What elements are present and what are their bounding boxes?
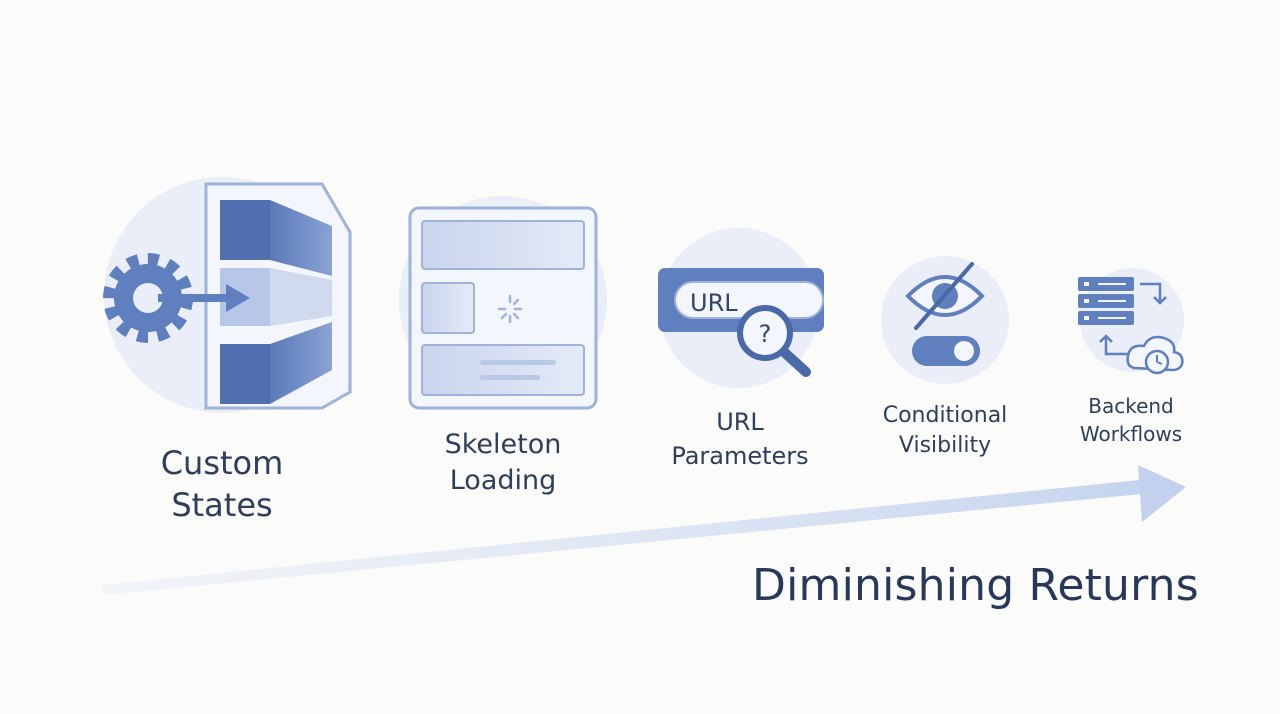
label-line-2: Parameters xyxy=(671,442,809,470)
sync-arrows-icon xyxy=(1099,282,1167,356)
label-line-1: Skeleton xyxy=(444,429,562,460)
label-line-1: Custom xyxy=(160,444,284,482)
label-line-2: Visibility xyxy=(898,433,992,458)
label-custom-states: Custom States xyxy=(161,442,284,526)
label-backend-workflows: Backend Workflows xyxy=(1080,392,1182,448)
label-line-2: Workflows xyxy=(1079,422,1183,446)
label-skeleton-loading: Skeleton Loading xyxy=(445,427,562,499)
label-line-1: URL xyxy=(716,408,764,436)
label-line-1: Backend xyxy=(1088,394,1174,418)
cloud-clock-icon xyxy=(1126,335,1184,375)
magnifier-icon: ? xyxy=(737,305,811,377)
label-line-2: Loading xyxy=(449,465,557,496)
question-mark-icon: ? xyxy=(759,320,772,348)
backend-workflows-icon xyxy=(1078,268,1184,375)
trend-arrow xyxy=(102,465,1186,595)
right-arrow-icon xyxy=(158,284,250,312)
trend-arrow-head xyxy=(1138,465,1186,522)
url-badge: URL xyxy=(690,289,738,317)
diagram-title: Diminishing Returns xyxy=(752,560,1199,611)
trend-arrow-shaft xyxy=(102,480,1142,595)
toggle-switch-icon xyxy=(912,336,980,366)
skeleton-loading-icon xyxy=(399,196,607,410)
label-conditional-visibility: Conditional Visibility xyxy=(883,401,1008,461)
label-line-1: Conditional xyxy=(882,403,1008,428)
server-stack-icon xyxy=(1078,277,1134,325)
label-url-parameters: URL Parameters xyxy=(671,405,808,473)
custom-states-icon xyxy=(103,177,352,413)
eye-slash-icon xyxy=(905,262,985,330)
conditional-visibility-icon xyxy=(881,256,1009,384)
loading-spinner-icon xyxy=(497,294,523,324)
label-line-2: States xyxy=(171,486,273,524)
url-parameters-icon: URL ? xyxy=(658,228,824,388)
